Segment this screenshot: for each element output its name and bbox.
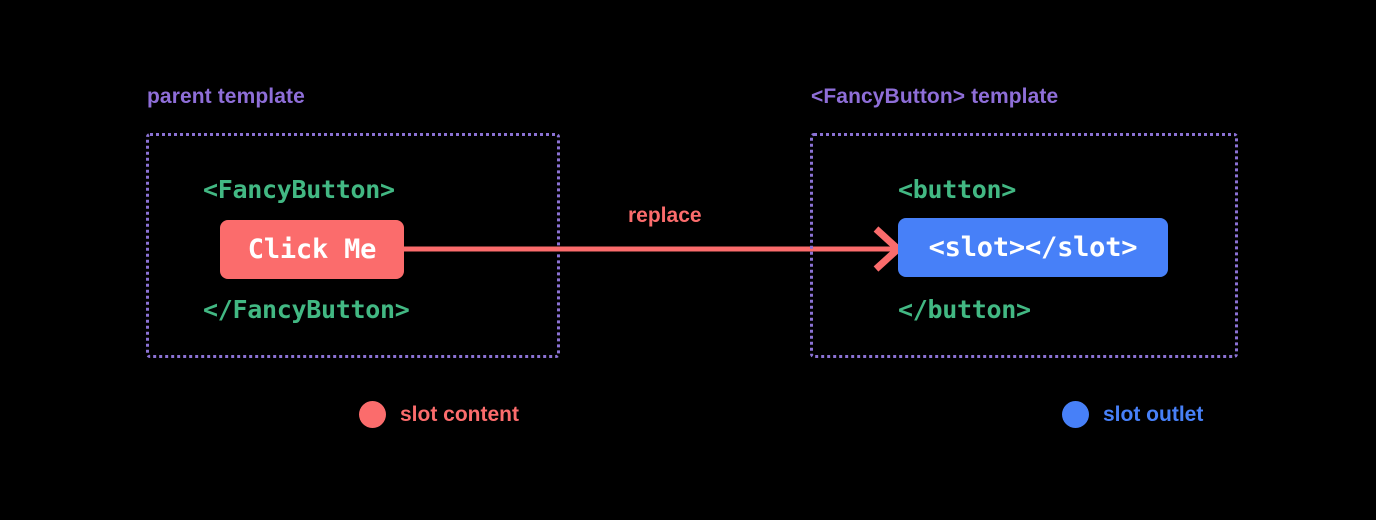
legend-item-slot-content: slot content	[359, 401, 519, 428]
slot-outlet-chip[interactable]: <slot></slot>	[898, 218, 1168, 277]
fancybutton-template-panel	[810, 133, 1238, 358]
parent-template-title: parent template	[147, 85, 305, 108]
fancybutton-close-tag: </button>	[898, 295, 1031, 324]
slot-outlet-swatch-icon	[1062, 401, 1089, 428]
legend-label-slot-outlet: slot outlet	[1103, 402, 1204, 426]
parent-open-tag: <FancyButton>	[203, 175, 395, 204]
parent-template-panel	[146, 133, 560, 358]
slot-content-swatch-icon	[359, 401, 386, 428]
legend-item-slot-outlet: slot outlet	[1062, 401, 1203, 428]
legend-label-slot-content: slot content	[400, 402, 519, 426]
replace-label: replace	[628, 204, 702, 227]
parent-close-tag: </FancyButton>	[203, 295, 410, 324]
slot-content-chip[interactable]: Click Me	[220, 220, 404, 279]
fancybutton-template-title: <FancyButton> template	[811, 85, 1059, 108]
fancybutton-open-tag: <button>	[898, 175, 1017, 204]
